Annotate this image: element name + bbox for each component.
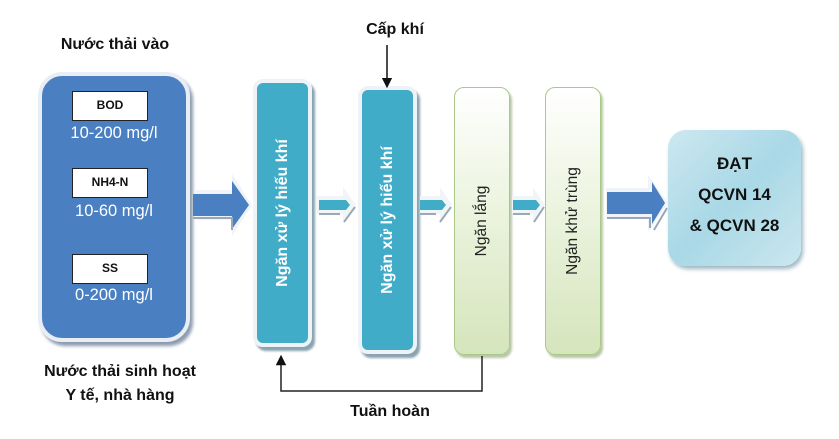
disinfection-tank: Ngăn khử trùng [545,87,601,355]
flow-arrow-icon [193,174,252,236]
parameter-value-bod: 10-200 mg/l [70,124,158,142]
output-line3: & QCVN 28 [689,216,780,235]
input-source-line2: Y tế, nhà hàng [65,387,175,404]
input-title: Nước thải vào [60,36,170,53]
parameter-tag-ss: SS [72,254,148,284]
recirculation-arrow-icon [275,354,483,392]
recirculation-label: Tuần hoàn [350,403,430,420]
aerobic-tank-1: Ngăn xử lý hiếu khí [253,79,312,347]
parameter-tag-bod: BOD [72,91,148,121]
flow-arrow-icon [420,187,452,223]
air-supply-label: Cấp khí [366,21,424,38]
flow-arrow-icon [316,187,356,223]
settling-tank: Ngăn lắng [454,87,510,355]
flow-arrow-icon [606,175,668,232]
parameter-value-ss: 0-200 mg/l [75,286,153,304]
output-line2: QCVN 14 [698,185,771,204]
influent-box: BOD 10-200 mg/l NH4-N 10-60 mg/l SS 0-20… [38,72,190,342]
effluent-standard-box: ĐẠT QCVN 14 & QCVN 28 [668,130,801,266]
parameter-value-nh4n: 10-60 mg/l [75,202,153,220]
output-line1: ĐẠT [717,154,752,173]
parameter-tag-nh4n: NH4-N [72,168,148,198]
aerobic-tank-2: Ngăn xử lý hiếu khí [358,86,417,354]
flow-arrow-icon [512,187,545,223]
input-source-line1: Nước thải sinh hoạt [44,363,196,380]
